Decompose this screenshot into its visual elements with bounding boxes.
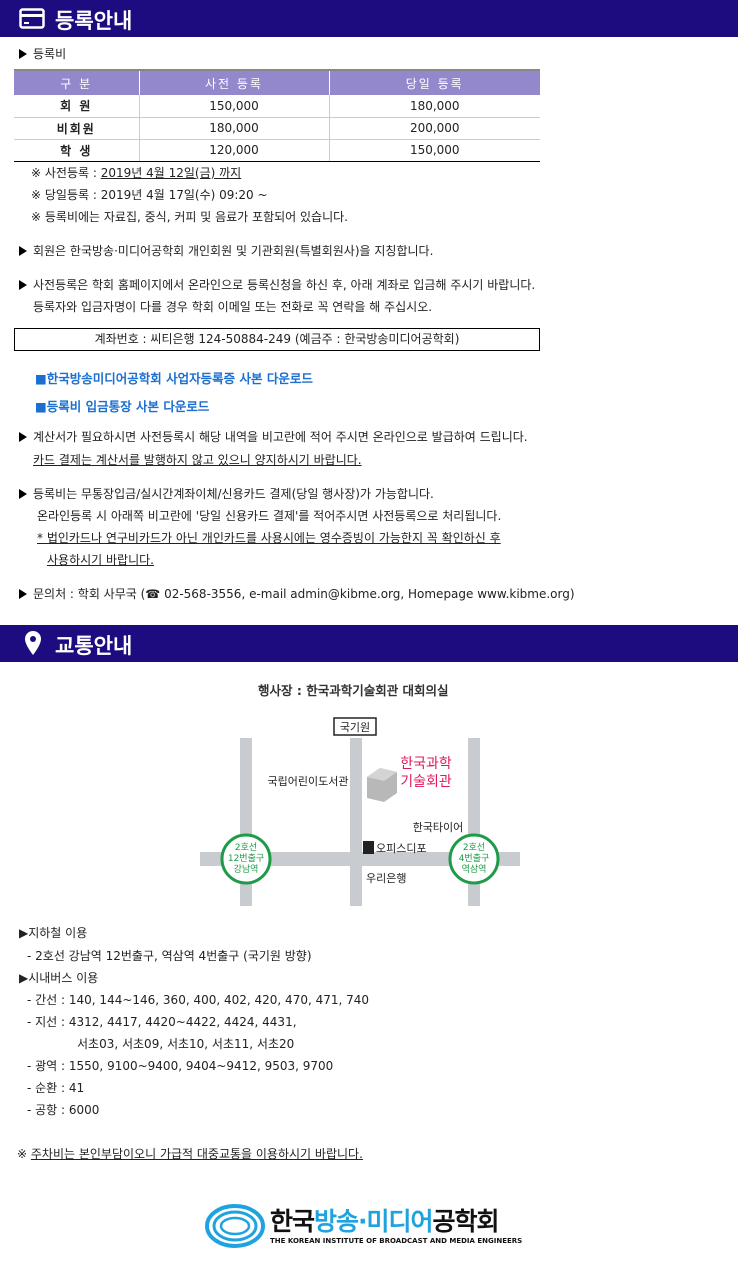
bus-branch: - 지선 : 4312, 4417, 4420~4422, 4424, 4431… [27, 1015, 297, 1029]
section-title: 교통안내 [55, 634, 133, 658]
subway-info: - 2호선 강남역 12번출구, 역삼역 4번출구 (국기원 방향) [27, 949, 312, 963]
map-label-building-1: 한국과학 [400, 756, 452, 772]
bus-trunk: - 간선 : 140, 144~146, 360, 400, 402, 420,… [27, 993, 370, 1007]
note-preregistration: ※ 사전등록 : 2019년 4월 12일(금) 까지 [31, 166, 242, 180]
bus-airport: - 공항 : 6000 [27, 1103, 100, 1117]
member-note: 회원은 한국방송·미디어공학회 개인회원 및 기관회원(특별회원사)을 지칭합니… [19, 242, 433, 259]
bus-title: ▶시내버스 이용 [19, 971, 99, 985]
location-pin-icon [25, 631, 41, 655]
prereg-note-2: 등록자와 입금자명이 다를 경우 학회 이메일 또는 전화로 꼭 연락을 해 주… [33, 300, 433, 314]
map-label-north: 국기원 [340, 721, 370, 734]
map-label-bank: 우리은행 [366, 872, 406, 885]
svg-text:역삼역: 역삼역 [462, 864, 487, 875]
map-label-library: 국립어린이도서관 [268, 775, 349, 788]
section-title: 등록안내 [55, 9, 133, 33]
map-label-building-2: 기술회관 [400, 774, 452, 790]
fee-label: 등록비 [19, 45, 66, 62]
registration-header: 등록안내 [0, 0, 738, 37]
svg-text:강남역: 강남역 [234, 864, 259, 875]
card-icon [19, 8, 45, 29]
payment-note-4: 사용하시기 바랍니다. [47, 553, 154, 567]
svg-text:2호선: 2호선 [463, 842, 485, 853]
prereg-note: 사전등록은 학회 홈페이지에서 온라인으로 등록신청을 하신 후, 아래 계좌로… [19, 276, 535, 293]
svg-text:12번출구: 12번출구 [228, 853, 264, 864]
note-includes: ※ 등록비에는 자료집, 중식, 커피 및 음료가 포함되어 있습니다. [31, 210, 348, 224]
parking-note: ※ 주차비는 본인부담이오니 가급적 대중교통을 이용하시기 바랍니다. [17, 1147, 363, 1161]
map-label-tire: 한국타이어 [413, 821, 464, 834]
transport-header: 교통안내 [0, 625, 738, 662]
logo-emblem-icon [205, 1204, 265, 1248]
bus-branch-2: 서초03, 서초09, 서초10, 서초11, 서초20 [77, 1037, 295, 1051]
account-box: 계좌번호 : 씨티은행 124-50884-249 (예금주 : 한국방송미디어… [14, 328, 540, 351]
society-logo: 한국방송·미디어공학회 THE KOREAN INSTITUTE OF BROA… [205, 1200, 525, 1255]
payment-note: 등록비는 무통장입금/실시간계좌이체/신용카드 결제(당일 행사장)가 가능합니… [19, 485, 434, 502]
bus-wide: - 광역 : 1550, 9100~9400, 9404~9412, 9503,… [27, 1059, 334, 1073]
contact-note: 문의처 : 학회 사무국 (☎ 02-568-3556, e-mail admi… [19, 585, 575, 602]
business-license-download-link[interactable]: ■한국방송미디어공학회 사업자등록증 사본 다운로드 [35, 371, 313, 386]
bankbook-download-link[interactable]: ■등록비 입금통장 사본 다운로드 [35, 399, 210, 414]
invoice-note: 계산서가 필요하시면 사전등록시 해당 내역을 비고란에 적어 주시면 온라인으… [19, 428, 528, 445]
svg-text:2호선: 2호선 [235, 842, 257, 853]
svg-text:4번출구: 4번출구 [459, 853, 490, 864]
bus-circular: - 순환 : 41 [27, 1081, 85, 1095]
note-onsite: ※ 당일등록 : 2019년 4월 17일(수) 09:20 ~ [31, 188, 268, 202]
subway-title: ▶지하철 이용 [19, 926, 88, 940]
invoice-note-2: 카드 결제는 계산서를 발행하지 않고 있으니 양지하시기 바랍니다. [33, 453, 362, 467]
payment-note-3: * 법인카드나 연구비카드가 아닌 개인카드를 사용시에는 영수증빙이 가능한지… [37, 531, 501, 545]
payment-note-2: 온라인등록 시 아래쪽 비고란에 '당일 신용카드 결제'를 적어주시면 사전등… [37, 509, 502, 523]
location-map: 국기원 국립어린이도서관 한국과학 기술회관 한국타이어 오피스디포 우리은행 … [200, 717, 520, 906]
map-label-office: 오피스디포 [376, 842, 427, 855]
venue-title: 행사장 : 한국과학기술회관 대회의실 [258, 683, 449, 698]
